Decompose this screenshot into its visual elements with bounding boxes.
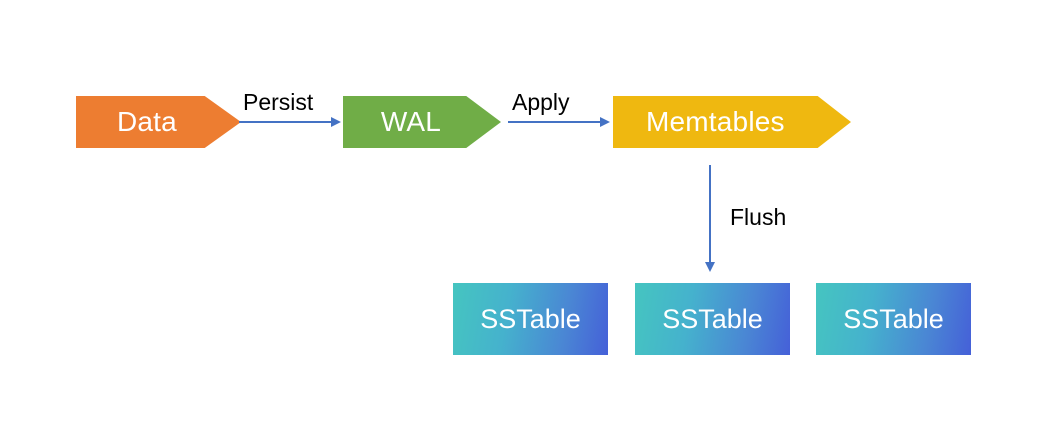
node-sstable-1[interactable]: SSTable [453, 283, 608, 355]
edge-label-persist: Persist [243, 89, 314, 115]
node-wal-label: WAL [380, 106, 442, 137]
node-wal[interactable]: WAL [343, 96, 501, 148]
node-sstable-1-label: SSTable [480, 303, 581, 334]
node-data[interactable]: Data [76, 96, 241, 148]
edge-label-flush: Flush [730, 204, 787, 230]
node-sstable-2-label: SSTable [662, 303, 763, 334]
node-memtables-label: Memtables [645, 106, 785, 137]
node-sstable-3[interactable]: SSTable [816, 283, 971, 355]
connector-flush-arrowhead-icon [705, 262, 715, 272]
connector-persist-line [239, 121, 335, 123]
node-sstable-2[interactable]: SSTable [635, 283, 790, 355]
connector-apply-arrowhead-icon [600, 117, 610, 127]
connector-flush-line [709, 165, 711, 265]
connector-persist-arrowhead-icon [331, 117, 341, 127]
connector-apply-line [508, 121, 604, 123]
node-memtables[interactable]: Memtables [613, 96, 851, 148]
node-sstable-3-label: SSTable [843, 303, 944, 334]
edge-label-apply: Apply [512, 89, 570, 115]
node-data-label: Data [116, 106, 177, 137]
